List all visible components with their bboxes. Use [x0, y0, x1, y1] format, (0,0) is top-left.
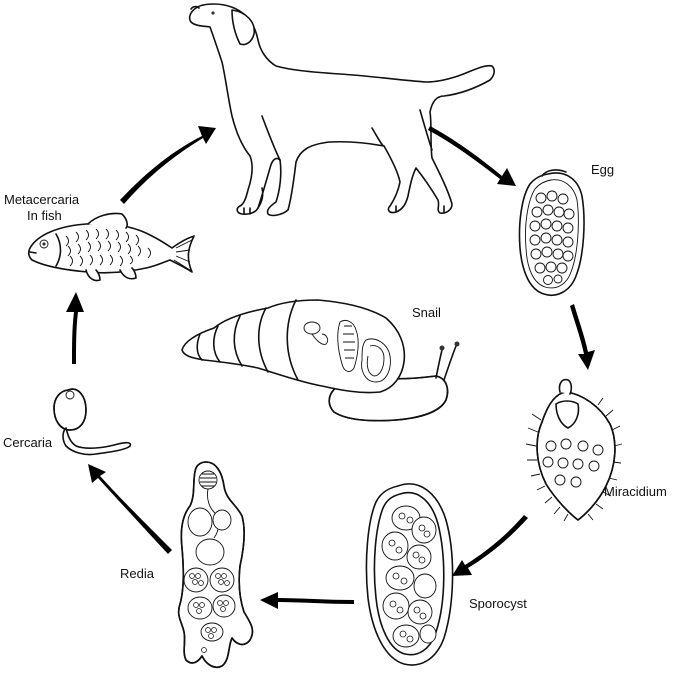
miracidium-illustration	[525, 378, 623, 522]
cycle-arrows	[66, 126, 595, 609]
snail-internal-stages	[303, 319, 391, 383]
egg-illustration	[518, 169, 585, 296]
sporocyst-illustration	[365, 483, 454, 666]
label-sporocyst: Sporocyst	[469, 596, 527, 611]
arrow-redia-to-cercaria	[88, 464, 172, 554]
cercaria-illustration	[53, 388, 132, 456]
miracidium-cells	[542, 438, 604, 488]
sporocyst-germ-balls	[381, 505, 437, 648]
dog-illustration	[188, 3, 495, 217]
egg-cells	[529, 190, 575, 285]
sporocyst-germ-cells	[388, 512, 431, 643]
arrow-dog-to-egg	[428, 126, 516, 186]
label-in-fish: In fish	[27, 208, 62, 223]
arrow-egg-to-miracidium	[570, 304, 595, 370]
label-egg: Egg	[591, 162, 615, 177]
label-metacercaria: Metacercaria	[4, 192, 80, 207]
fish-illustration	[27, 212, 195, 282]
snail-illustration	[181, 299, 460, 422]
redia-illustration	[177, 461, 254, 669]
redia-germ-cells	[189, 573, 230, 653]
label-miracidium: Miracidium	[604, 484, 667, 499]
arrow-cercaria-to-fish	[66, 292, 84, 364]
label-cercaria: Cercaria	[3, 435, 53, 450]
label-snail: Snail	[412, 305, 441, 320]
arrow-miracidium-to-sporocyst	[452, 515, 528, 576]
arrow-sporocyst-to-redia	[260, 592, 354, 609]
arrow-fish-to-dog	[120, 126, 216, 204]
label-redia: Redia	[120, 566, 154, 581]
fish-scales	[65, 228, 151, 267]
